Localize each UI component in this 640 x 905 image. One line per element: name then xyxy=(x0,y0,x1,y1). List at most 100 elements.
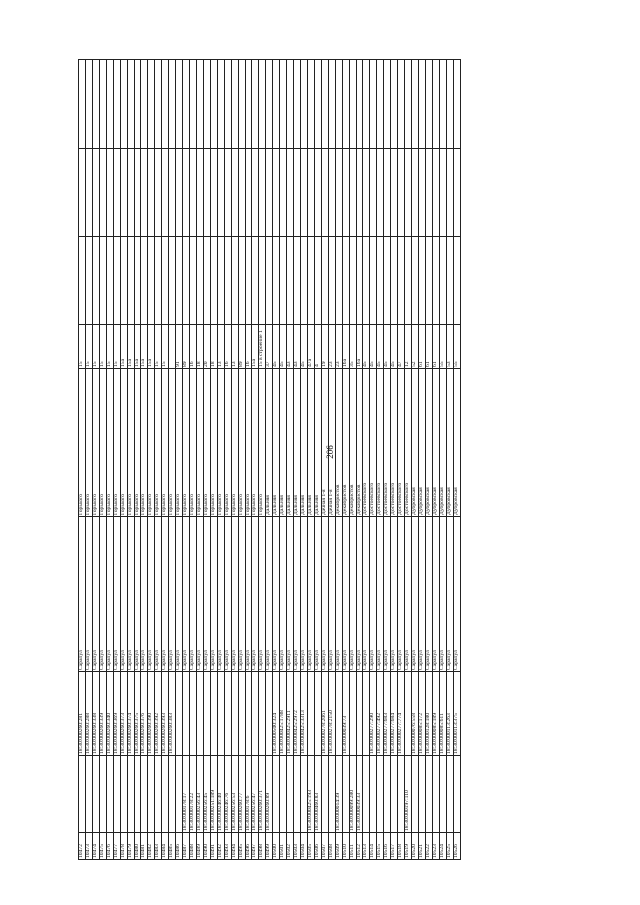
table-cell: Сарапул xyxy=(369,516,377,672)
table-cell xyxy=(147,148,155,237)
table-cell: Сарапул xyxy=(356,516,363,672)
table-cell: 10502 xyxy=(286,832,294,860)
table-cell: Сарапул xyxy=(362,516,370,672)
table-cell xyxy=(307,59,315,149)
table-cell xyxy=(134,755,141,833)
table-cell: 10523 xyxy=(432,832,440,860)
table-cell: 18:30:000178:22 xyxy=(189,755,197,833)
table-cell xyxy=(231,236,239,325)
table-cell xyxy=(390,148,398,237)
table-cell: Сарапул xyxy=(217,516,225,672)
table-cell: 47 xyxy=(397,324,405,369)
table-cell: Сарапул xyxy=(258,516,266,672)
table-cell xyxy=(245,148,252,237)
table-cell: Сарапул xyxy=(85,516,93,672)
table-cell xyxy=(439,755,447,833)
table-cell xyxy=(134,236,141,325)
table-cell xyxy=(404,59,412,149)
table-cell: 15 xyxy=(78,324,86,369)
table-cell: 18:30:000260:383 xyxy=(168,671,176,756)
table-cell xyxy=(175,236,183,325)
table-cell: Сарапул xyxy=(446,516,454,672)
table-cell: Горького xyxy=(85,368,93,517)
table-cell: 10519 xyxy=(404,832,412,860)
table-cell xyxy=(314,671,322,756)
table-cell: Сарапул xyxy=(182,516,190,672)
table-cell xyxy=(182,148,190,237)
table-cell xyxy=(265,148,273,237)
table-cell: 15 xyxy=(92,324,100,369)
table-cell xyxy=(446,755,454,833)
table-cell: Сарапул xyxy=(342,516,350,672)
table-cell: 43 xyxy=(286,324,294,369)
table-cell: 52 xyxy=(411,324,419,369)
table-cell: 10490 xyxy=(203,832,211,860)
table-cell: 15а xyxy=(120,324,128,369)
table-cell: 13 xyxy=(231,324,239,369)
table-cell: 10484 xyxy=(161,832,169,860)
table-cell xyxy=(217,59,225,149)
table-cell xyxy=(342,148,350,237)
table-cell: 61 xyxy=(418,324,426,369)
table-cell: 18:30:000256:45 xyxy=(203,755,211,833)
table-cell xyxy=(390,755,398,833)
table-cell: Горького xyxy=(92,368,100,517)
table-cell xyxy=(196,671,204,756)
table-cell xyxy=(362,59,370,149)
table-cell xyxy=(251,236,259,325)
table-cell: 18:30:000197:110 xyxy=(404,755,412,833)
table-cell xyxy=(300,236,308,325)
table-cell xyxy=(120,148,128,237)
table-cell: Достоевского xyxy=(376,368,384,517)
table-cell xyxy=(279,755,287,833)
table-cell: Сарапул xyxy=(203,516,211,672)
table-cell: Декабристов xyxy=(349,368,356,517)
table-cell xyxy=(251,148,259,237)
table-cell: 91 xyxy=(175,324,183,369)
table-cell: 18:30:000260:339 xyxy=(99,671,107,756)
table-cell: 45 xyxy=(376,324,384,369)
table-cell: Сарапул xyxy=(154,516,162,672)
table-cell: 18:30:000277:290 xyxy=(369,671,377,756)
table-cell: 23 xyxy=(328,324,336,369)
table-cell: 18:30:000500:324 xyxy=(272,671,280,756)
table-cell xyxy=(307,148,315,237)
table-cell xyxy=(293,59,301,149)
table-cell xyxy=(376,755,384,833)
table-cell: Дальняя xyxy=(286,368,294,517)
table-cell: Сарапул xyxy=(307,516,315,672)
table-cell: 18:30:000085:172 xyxy=(418,671,426,756)
table-cell xyxy=(92,236,100,325)
table-cell xyxy=(328,755,336,833)
table-cell: 10504 xyxy=(300,832,308,860)
table-cell: 16 xyxy=(224,324,232,369)
table-cell: 18:30:000460:83 xyxy=(314,755,322,833)
table-cell xyxy=(140,236,148,325)
table-cell xyxy=(92,148,100,237)
table-cell: Сарапул xyxy=(335,516,343,672)
table-cell: Дубровская xyxy=(418,368,426,517)
table-cell: 10499 xyxy=(265,832,273,860)
table-cell xyxy=(356,59,363,149)
table-cell: Горького xyxy=(224,368,232,517)
table-cell: Сарапул xyxy=(231,516,239,672)
table-cell: 18:30:000128:180 xyxy=(425,671,433,756)
table-cell xyxy=(342,236,350,325)
table-cell: Достоевского xyxy=(362,368,370,517)
table-cell: Сарапул xyxy=(383,516,391,672)
table-cell xyxy=(432,236,440,325)
table-cell xyxy=(425,236,433,325)
table-cell xyxy=(127,236,134,325)
table-cell: 18:30:000278:2150 xyxy=(328,671,336,756)
table-cell: Горького xyxy=(154,368,162,517)
